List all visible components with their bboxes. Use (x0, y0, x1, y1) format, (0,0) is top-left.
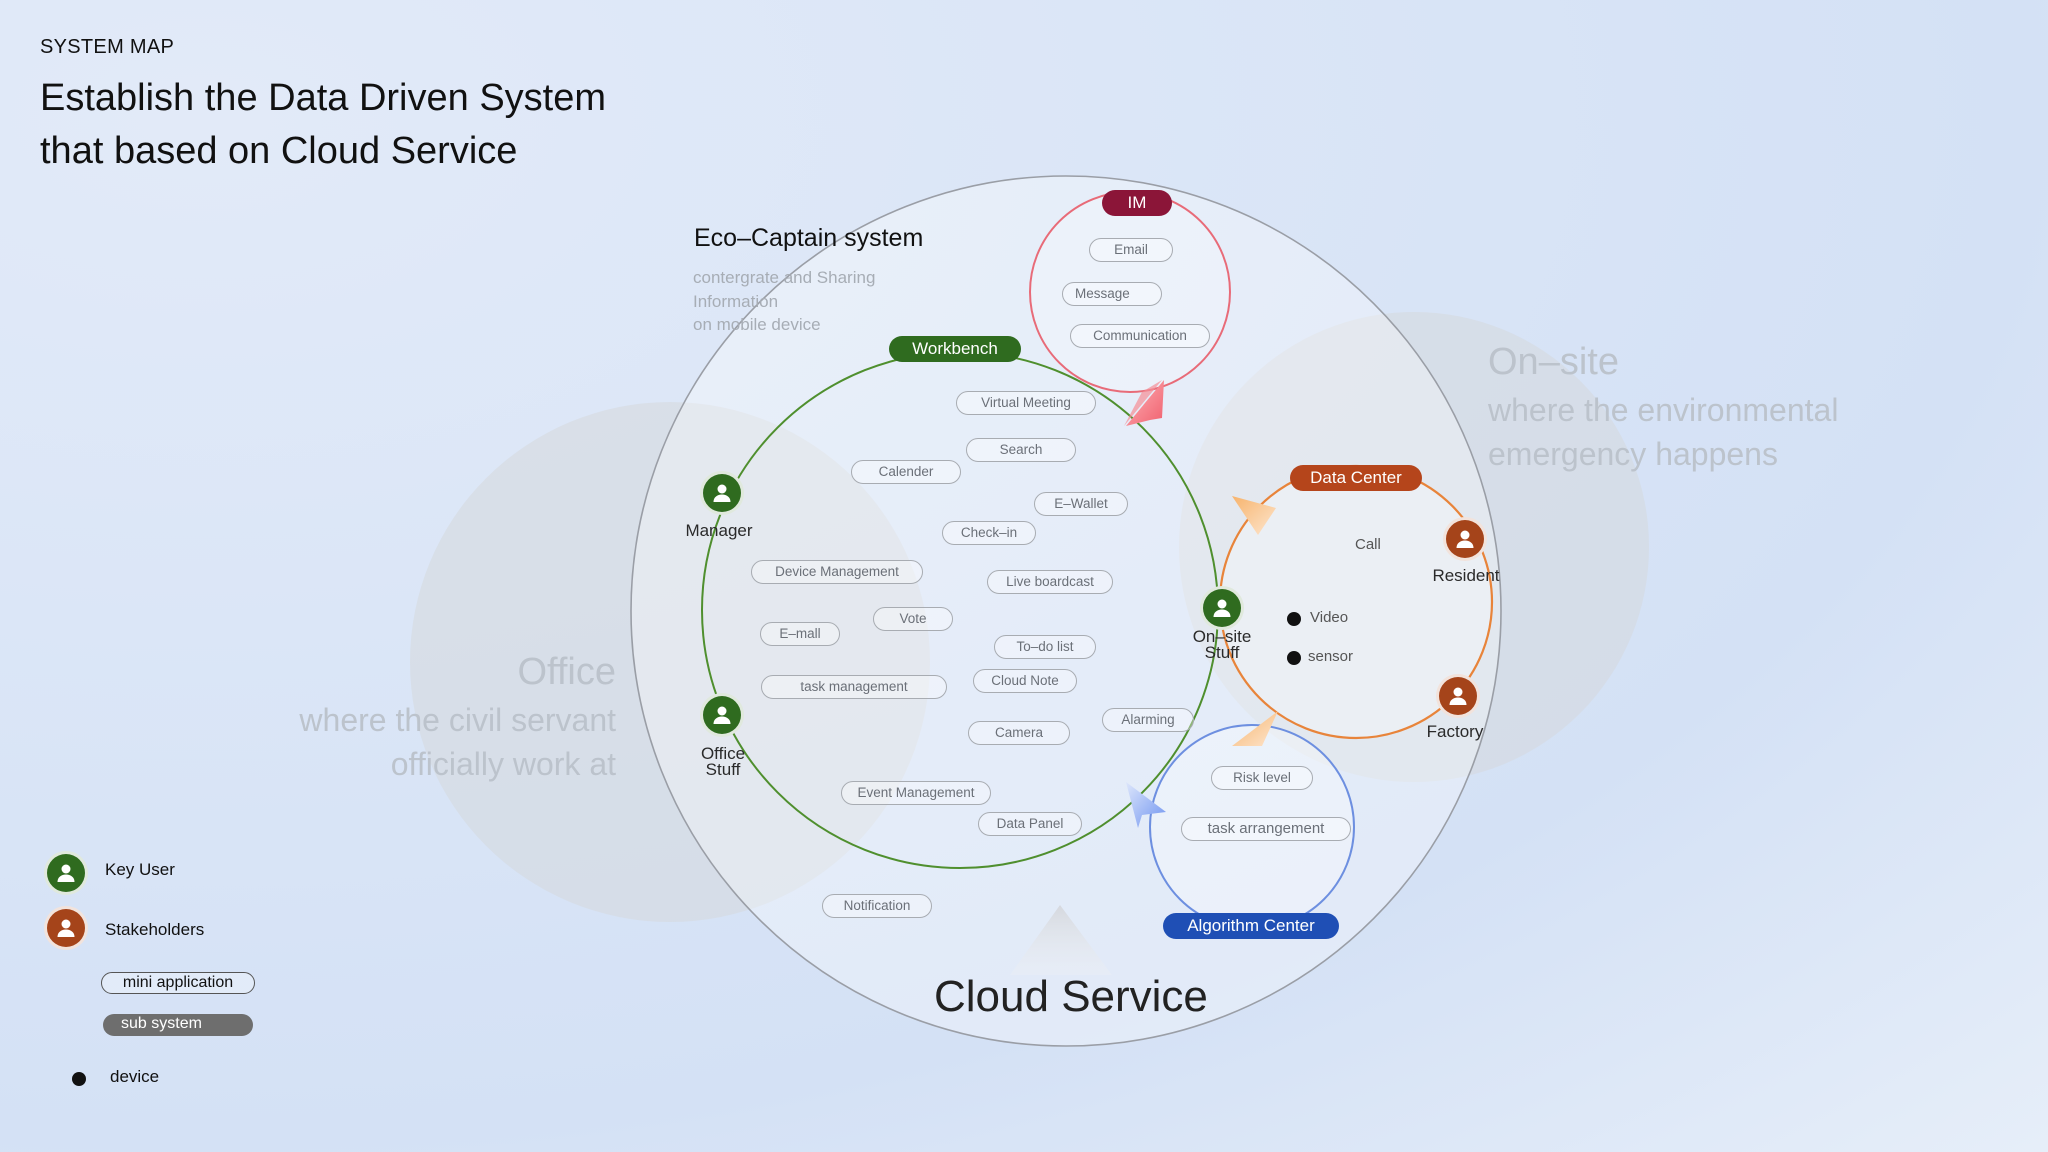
onsite-stuff-label: On–site Stuff (1172, 627, 1272, 662)
eco-captain-title: Eco–Captain system (694, 224, 924, 252)
section-label: SYSTEM MAP (40, 36, 175, 58)
algorithm-to-workbench-arrow (1126, 782, 1166, 828)
onsite-region-label: On–site where the environmental emergenc… (1488, 336, 1908, 476)
office-title: Office (517, 651, 616, 693)
virtual-meeting-pill[interactable]: Virtual Meeting (956, 391, 1096, 415)
onsite-stuff-label-line-1: On–site (1192, 627, 1252, 646)
device-management-pill[interactable]: Device Management (751, 560, 923, 584)
notification-pill[interactable]: Notification (822, 894, 932, 918)
cloud-service-circle (630, 175, 1502, 1047)
office-region (410, 402, 930, 922)
calender-pill[interactable]: Calender (851, 460, 961, 484)
eco-captain-description: contergrate and Sharing Information on m… (693, 266, 953, 337)
eco-desc-line-2: Information (693, 291, 779, 311)
onsite-stuff-avatar[interactable] (1200, 586, 1244, 630)
risk-level-pill[interactable]: Risk level (1211, 766, 1313, 790)
sensor-device-dot (1287, 651, 1301, 665)
cloud-service-marker (1010, 905, 1112, 975)
onsite-subtitle-line-1: where the environmental (1488, 392, 1839, 428)
communication-pill[interactable]: Communication (1070, 324, 1210, 348)
legend-stakeholders-label: Stakeholders (105, 920, 205, 939)
legend-stakeholders-icon (44, 906, 88, 950)
factory-label: Factory (1426, 722, 1484, 741)
task-management-pill[interactable]: task management (761, 675, 947, 699)
eco-desc-line-1: contergrate and Sharing (693, 268, 876, 287)
email-pill[interactable]: Email (1089, 238, 1173, 262)
resident-label: Resident (1432, 566, 1500, 585)
page-title-line-2: that based on Cloud Service (40, 130, 518, 172)
call-label: Call (1355, 536, 1381, 553)
message-pill[interactable]: Message (1062, 282, 1162, 306)
onsite-stuff-label-line-2: Stuff (1204, 643, 1240, 662)
legend-mini-application: mini application (101, 972, 255, 994)
eco-desc-line-3: on mobile device (693, 315, 821, 334)
person-icon (1213, 599, 1231, 617)
legend-key-user-label: Key User (105, 860, 175, 879)
to-do-list-pill[interactable]: To–do list (994, 635, 1096, 659)
im-arrow-tail (1124, 380, 1162, 426)
person-icon (1456, 530, 1474, 548)
manager-avatar[interactable] (700, 471, 744, 515)
office-subtitle-line-2: officially work at (390, 746, 616, 782)
legend-sub-system: sub system (103, 1014, 253, 1036)
sensor-device-label: sensor (1308, 648, 1354, 665)
person-icon (57, 919, 75, 937)
office-subtitle-line-1: where the civil servant (299, 702, 616, 738)
vote-pill[interactable]: Vote (873, 607, 953, 631)
legend-device-dot (72, 1072, 86, 1086)
im-tag[interactable]: IM (1102, 190, 1172, 216)
workbench-tag[interactable]: Workbench (889, 336, 1021, 362)
e-wallet-pill[interactable]: E–Wallet (1034, 492, 1128, 516)
event-management-pill[interactable]: Event Management (841, 781, 991, 805)
person-icon (57, 864, 75, 882)
alarming-pill[interactable]: Alarming (1102, 708, 1194, 732)
data-center-tag[interactable]: Data Center (1290, 465, 1422, 491)
office-stuff-avatar[interactable] (700, 693, 744, 737)
manager-label: Manager (685, 521, 753, 540)
legend-key-user-icon (44, 851, 88, 895)
algorithm-center-tag[interactable]: Algorithm Center (1163, 913, 1339, 939)
search-pill[interactable]: Search (966, 438, 1076, 462)
office-stuff-label-line-2: Stuff (705, 760, 741, 779)
onsite-subtitle-line-2: emergency happens (1488, 436, 1778, 472)
video-device-label: Video (1310, 609, 1349, 626)
person-icon (713, 706, 731, 724)
video-device-dot (1287, 612, 1301, 626)
resident-avatar[interactable] (1443, 517, 1487, 561)
office-region-label: Office where the civil servant officiall… (240, 646, 616, 786)
person-icon (1449, 687, 1467, 705)
task-arrangement-pill[interactable]: task arrangement (1181, 817, 1351, 841)
page-title-line-1: Establish the Data Driven System (40, 77, 607, 119)
check-in-pill[interactable]: Check–in (942, 521, 1036, 545)
page-title: Establish the Data Driven System that ba… (40, 72, 760, 178)
person-icon (713, 484, 731, 502)
office-stuff-label: Office Stuff (673, 744, 773, 779)
datacenter-to-workbench-arrow (1232, 496, 1276, 535)
datacenter-to-algorithm-arrow (1232, 711, 1278, 746)
factory-avatar[interactable] (1436, 674, 1480, 718)
cloud-note-pill[interactable]: Cloud Note (973, 669, 1077, 693)
live-boardcast-pill[interactable]: Live boardcast (987, 570, 1113, 594)
e-mall-pill[interactable]: E–mall (760, 622, 840, 646)
cloud-service-label: Cloud Service (934, 972, 1208, 1021)
camera-pill[interactable]: Camera (968, 721, 1070, 745)
im-to-workbench-arrow (1126, 380, 1164, 426)
office-stuff-label-line-1: Office (700, 744, 746, 763)
data-panel-pill[interactable]: Data Panel (978, 812, 1082, 836)
onsite-title: On–site (1488, 341, 1619, 383)
legend-device-label: device (110, 1067, 160, 1086)
